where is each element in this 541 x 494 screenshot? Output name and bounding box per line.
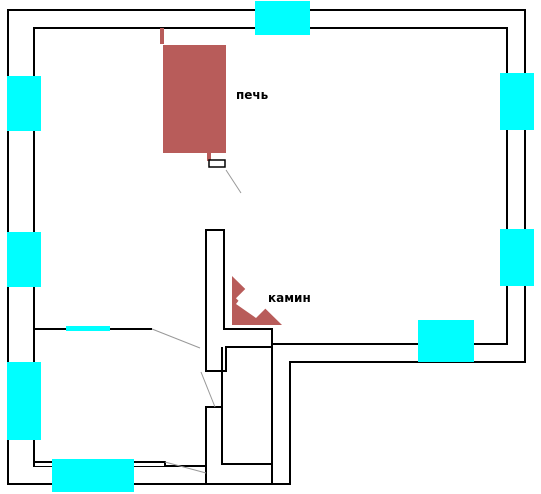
stove-label: печь <box>236 88 269 102</box>
stove-pipe <box>160 28 164 44</box>
central-wall <box>205 229 273 372</box>
window-icon <box>7 232 41 287</box>
window-icon <box>255 1 310 35</box>
window-icon <box>52 459 134 492</box>
window-icon <box>7 362 41 440</box>
door-line <box>200 371 216 408</box>
window-icon <box>66 326 110 331</box>
stove-icon <box>163 45 226 153</box>
door-line <box>164 461 207 474</box>
window-icon <box>500 229 534 286</box>
stair-wall <box>205 406 273 485</box>
window-icon <box>7 76 41 131</box>
door-line <box>225 169 242 194</box>
stove-door <box>208 159 226 168</box>
exterior-wall <box>7 9 526 485</box>
stove-leg <box>207 153 211 161</box>
door-line <box>151 328 201 349</box>
window-icon <box>418 320 474 362</box>
fireplace-label: камин <box>268 291 311 305</box>
window-icon <box>500 73 534 130</box>
